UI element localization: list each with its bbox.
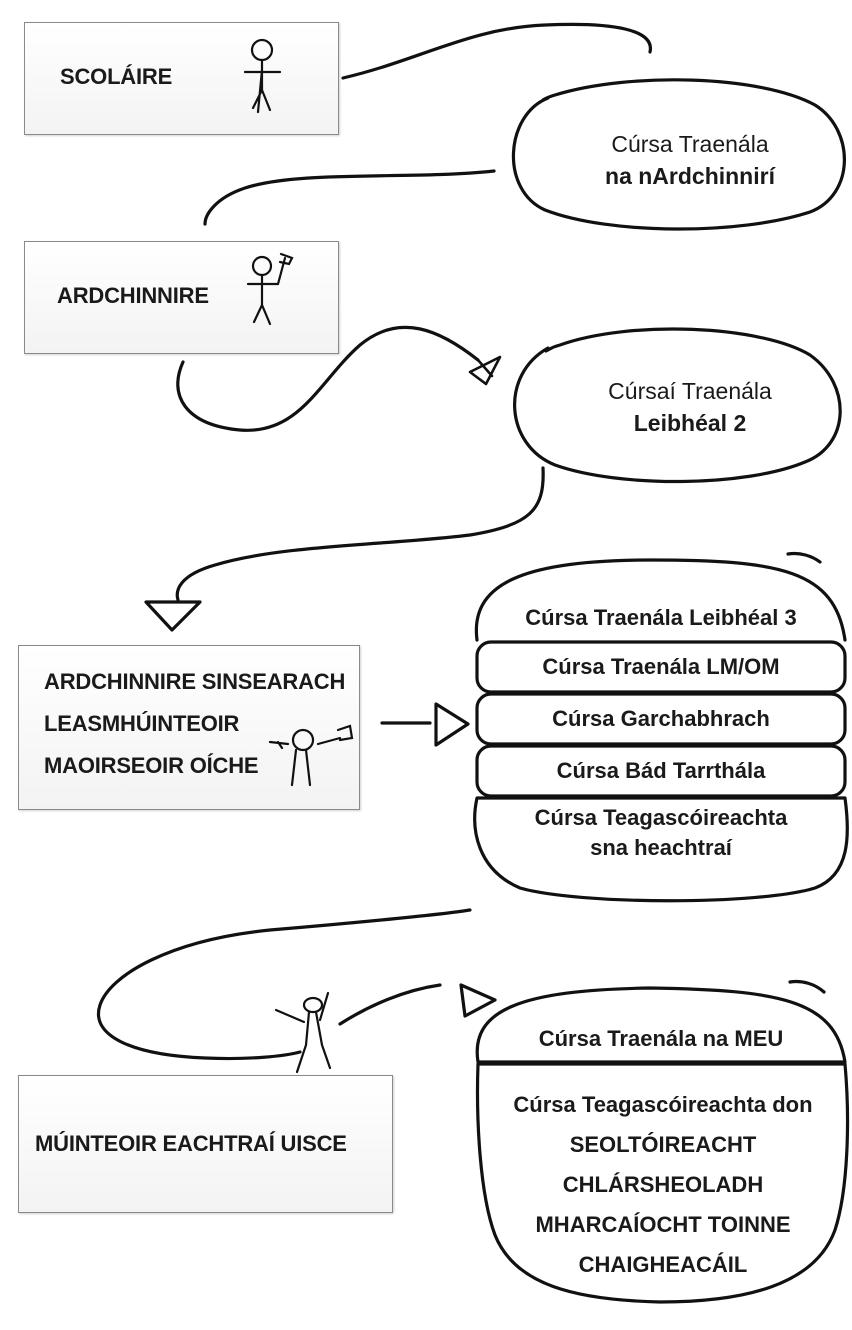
- box-ardchinnire: [24, 241, 339, 354]
- senior-roles-list: ARDCHINNIRE SINSEARACH LEASMHÚINTEOIR MA…: [44, 661, 345, 787]
- stack1-item-3: Cúrsa Garchabhrach: [552, 706, 770, 731]
- connector-ardchinnire-to-oval2: [176, 325, 480, 432]
- box-senior-roles: [18, 645, 360, 810]
- connector-instructor-to-stack2: [338, 983, 442, 1026]
- connector-stack1-to-instructor: [96, 908, 472, 1061]
- stack1-item-5-line1: Cúrsa Teagascóireachta: [534, 805, 788, 830]
- stack2-top-dome: [475, 986, 847, 1064]
- stack1-top-curl: [786, 551, 822, 564]
- stack1-top-dome: [474, 558, 847, 642]
- stack1-row-4: [475, 744, 847, 798]
- stack2-line-5: CHAIGHEACÁIL: [578, 1252, 748, 1277]
- label-scolaire: SCOLÁIRE: [60, 64, 173, 89]
- oval-second-outline: [513, 327, 842, 484]
- stack2-line-4: MHARCAÍOCHT TOINNE: [535, 1212, 791, 1237]
- stack2-bottom-list: Cúrsa Teagascóireachta don SEOLTÓIREACHT…: [478, 1085, 848, 1285]
- stack1-item-2: Cúrsa Traenála LM/OM: [542, 654, 780, 679]
- leader-figure-icon: [246, 252, 294, 326]
- oval-second-line2: Leibhéal 2: [633, 410, 747, 436]
- stack1-item-4: Cúrsa Bád Tarrthála: [556, 758, 766, 783]
- stack2-line-2: SEOLTÓIREACHT: [569, 1132, 757, 1157]
- role-ardchinnire-sinsearach: ARDCHINNIRE SINSEARACH: [44, 669, 346, 694]
- stack1-item-1: Cúrsa Traenála Leibhéal 3: [525, 605, 797, 630]
- oval-first-line1: Cúrsa Traenála: [611, 131, 769, 157]
- label-ardchinnire: ARDCHINNIRE: [57, 283, 209, 308]
- stack1-item-5: Cúrsa Teagascóireachta sna heachtraí: [480, 803, 842, 863]
- role-leasmhuinteoir: LEASMHÚINTEOIR: [44, 711, 240, 736]
- senior-figure-icon: [268, 724, 354, 787]
- stack2-top-label: Cúrsa Traenála na MEU: [538, 1026, 784, 1051]
- connector-oval1-to-ardchinnire: [203, 169, 496, 226]
- arrowhead-stack1: [434, 702, 470, 747]
- connector-scolaire-to-oval1: [341, 22, 652, 80]
- oval-first-text: Cúrsa Traenála na nArdchinnirí: [540, 128, 840, 192]
- stack2-bottom-bowl: [475, 1062, 850, 1304]
- stack1-row-2: [475, 640, 847, 694]
- box-muinteoir: [18, 1075, 393, 1213]
- stack1-row-3: [475, 692, 847, 746]
- arrowhead-oval2: [468, 355, 502, 386]
- stack1-bottom-bowl: [473, 796, 849, 903]
- oval-first-line2: na nArdchinnirí: [605, 163, 775, 189]
- stack2-line-1: Cúrsa Teagascóireachta don: [513, 1092, 813, 1117]
- student-figure-icon: [243, 38, 282, 114]
- box-scolaire: [24, 22, 339, 135]
- oval-second-line1: Cúrsaí Traenála: [608, 378, 772, 404]
- stack2-line-3: CHLÁRSHEOLADH: [562, 1172, 764, 1197]
- role-maoirseoir-oiche: MAOIRSEOIR OÍCHE: [44, 753, 259, 778]
- instructor-figure-icon: [274, 991, 332, 1074]
- connector-oval2-to-senior: [175, 466, 545, 602]
- stack1-item-5-line2: sna heachtraí: [590, 835, 732, 860]
- arrowhead-stack2: [459, 983, 497, 1018]
- oval-second-text: Cúrsaí Traenála Leibhéal 2: [540, 375, 840, 439]
- label-muinteoir: MÚINTEOIR EACHTRAÍ UISCE: [35, 1131, 347, 1156]
- arrowhead-senior: [144, 600, 202, 632]
- oval-first-outline: [511, 78, 846, 231]
- stack2-top-curl: [788, 979, 826, 994]
